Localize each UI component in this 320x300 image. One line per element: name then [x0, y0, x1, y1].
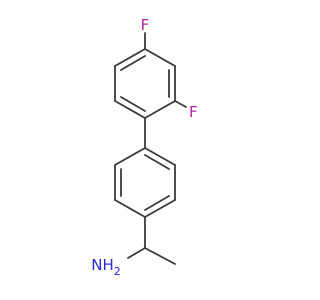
- bond-ring1-inner-c: [120, 55, 146, 71]
- bond-ring1-6: [114, 48, 146, 67]
- amine-label: NH2: [91, 256, 121, 278]
- molecule-structure: F F NH2: [91, 16, 198, 278]
- bond-ring1-3: [144, 100, 176, 119]
- bond-ring1-1: [144, 48, 176, 67]
- bond-ring2-inner-a: [144, 154, 170, 170]
- bond-ring2-3: [144, 199, 176, 218]
- bond-ring1-inner-b: [120, 96, 146, 112]
- amine-nh-text: NH: [91, 256, 114, 274]
- bond-ring2-inner-b: [144, 195, 170, 211]
- bond-ring2-1: [144, 147, 176, 166]
- fluorine-top-label: F: [141, 16, 150, 34]
- bond-ch-to-methyl: [144, 247, 176, 265]
- bond-ring1-4: [114, 100, 146, 119]
- bond-ch-to-amine: [127, 247, 146, 259]
- fluorine-ortho-label: F: [189, 103, 198, 121]
- bond-ring2-6: [114, 147, 146, 166]
- bond-c-f-ortho: [174, 100, 187, 108]
- bond-ring2-4: [114, 199, 146, 218]
- amine-subscript: 2: [114, 265, 121, 278]
